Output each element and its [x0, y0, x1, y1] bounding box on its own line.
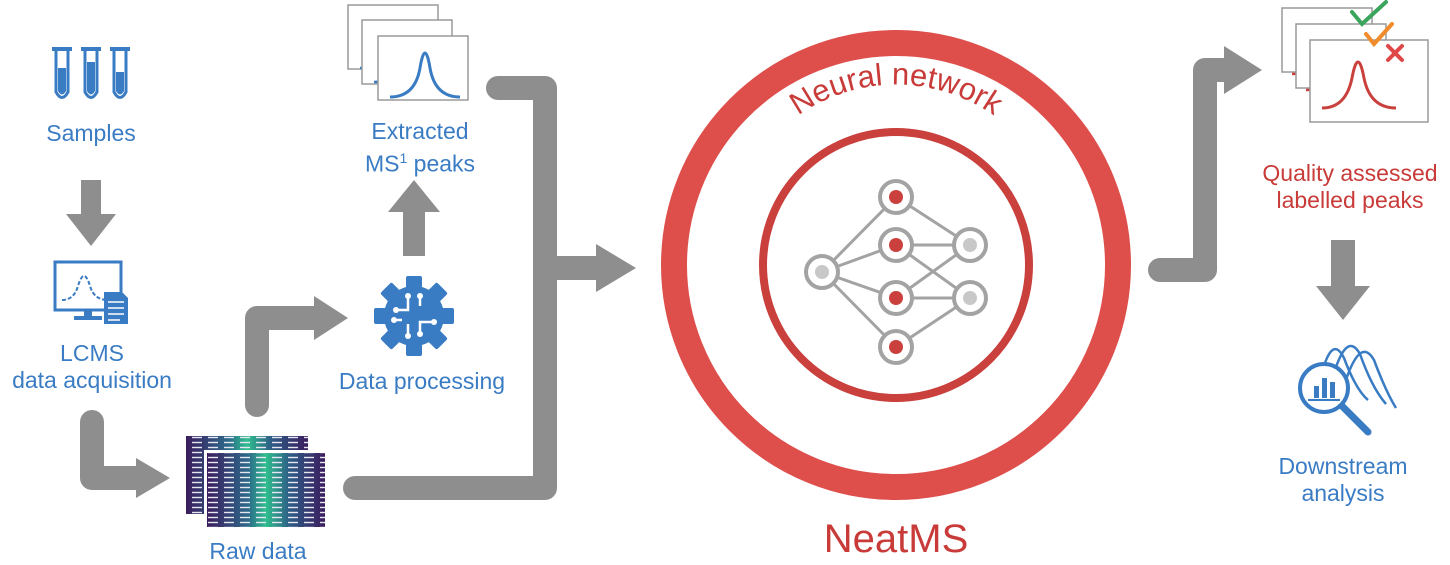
test-tubes-icon	[52, 47, 130, 99]
ms-text: MS	[364, 150, 400, 177]
arrow-neatms-to-quality	[1148, 46, 1262, 282]
analysis-magnifier-icon	[1298, 344, 1398, 436]
downstream-line2: analysis	[1301, 480, 1385, 506]
lcms-label-line1: LCMS	[60, 340, 124, 366]
raw-data-matrix-icon	[186, 436, 328, 530]
connector-peaks-to-merge	[486, 76, 557, 280]
ms-level-superscript: 1	[399, 150, 408, 166]
arrow-quality-to-downstream	[1316, 240, 1370, 320]
quality-peaks-line1: Quality assessed	[1262, 160, 1438, 186]
gear-icon	[374, 276, 454, 356]
downstream-label: Downstream analysis	[1258, 453, 1428, 507]
neatms-label: NeatMS	[823, 517, 969, 561]
lcms-label-line2: data acquisition	[12, 367, 172, 393]
samples-label: Samples	[46, 120, 136, 146]
arrow-lcms-to-rawdata	[80, 410, 170, 498]
extracted-peaks-line1: Extracted	[371, 118, 469, 144]
extracted-peaks-line2: MS1 peaks	[340, 145, 500, 178]
arrow-merge-to-neatms	[533, 244, 636, 292]
check-green-icon	[1350, 0, 1388, 27]
lcms-label: LCMS data acquisition	[0, 340, 186, 394]
data-processing-label: Data processing	[338, 368, 506, 394]
neural-network-icon	[804, 179, 988, 365]
connector-rawdata-to-merge	[343, 256, 557, 500]
peaks-text: peaks	[407, 150, 476, 177]
cross-red-icon	[1386, 44, 1404, 62]
check-orange-icon	[1364, 22, 1394, 48]
monitor-chromatogram-icon	[53, 260, 128, 324]
labelled-peak-cards-icon	[1281, 7, 1429, 123]
raw-data-label: Raw data	[209, 538, 307, 564]
quality-peaks-line2: labelled peaks	[1276, 187, 1424, 213]
arrow-processing-to-peaks	[388, 180, 440, 256]
neatms-inner-ring	[759, 128, 1033, 402]
quality-peaks-label: Quality assessed labelled peaks	[1250, 160, 1450, 214]
downstream-line1: Downstream	[1278, 453, 1408, 479]
extracted-peaks-label: Extracted MS1 peaks	[340, 118, 500, 178]
peak-cards-icon	[347, 4, 469, 101]
neatms-outer-ring	[661, 30, 1131, 500]
arrow-samples-to-lcms	[66, 180, 116, 246]
arrow-rawdata-to-processing	[245, 296, 348, 417]
